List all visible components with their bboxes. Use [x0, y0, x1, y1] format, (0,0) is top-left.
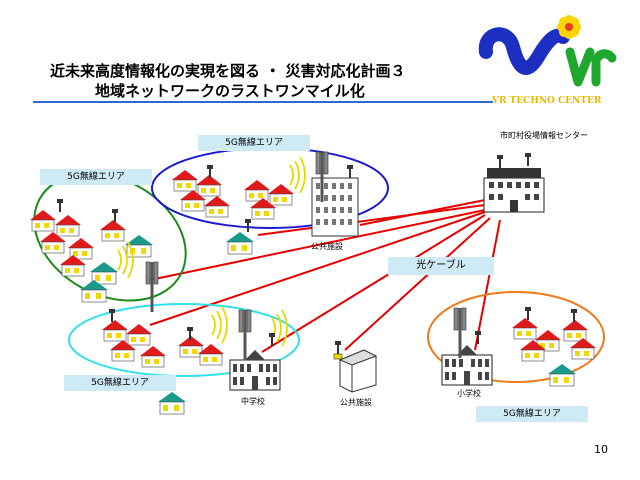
municipal-center-building — [483, 153, 545, 213]
public-facility-top — [311, 151, 359, 237]
municipal-center-label: 市町村役場情報センター — [500, 131, 588, 140]
title-line-1: 近未来高度情報化の実現を図る ・ 災害対応化計画３ — [50, 62, 406, 80]
title-line-2: 地域ネットワークのラストワンマイル化 — [95, 82, 365, 100]
area-label-cyan: 5G無線エリア — [64, 375, 176, 391]
area-ellipse-orange — [427, 291, 605, 383]
page-number: 10 — [594, 443, 608, 456]
area-label-green: 5G無線エリア — [40, 169, 152, 185]
public-facility-label-bottom: 公共施設 — [340, 398, 372, 407]
logo-text: VR TECHNO CENTER — [492, 96, 602, 106]
public-facility-bottom — [333, 341, 378, 393]
title-rule — [33, 101, 493, 103]
fiber-cables — [149, 199, 501, 353]
elementary-label: 小学校 — [457, 389, 481, 398]
area-ellipse-cyan — [68, 303, 300, 377]
area-label-blue: 5G無線エリア — [198, 135, 310, 151]
public-facility-label-top: 公共施設 — [311, 242, 343, 251]
vr-logo — [478, 15, 617, 87]
junior-high-label: 中学校 — [241, 397, 265, 406]
fiber-cable-label: 光ケーブル — [388, 257, 494, 275]
area-label-orange: 5G無線エリア — [476, 406, 588, 422]
